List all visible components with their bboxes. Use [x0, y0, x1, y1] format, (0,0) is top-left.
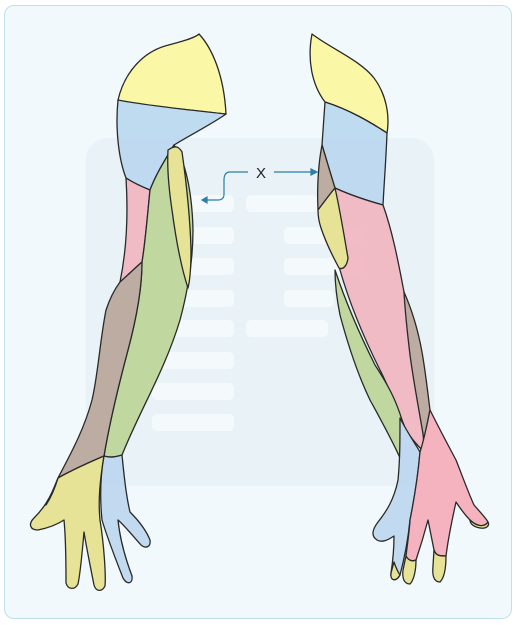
left-arm	[29, 33, 227, 592]
left-callout-line	[202, 171, 248, 201]
placeholder-bar	[284, 290, 334, 307]
right-arm	[309, 33, 490, 585]
placeholder-bar	[246, 195, 318, 212]
left-arrowhead	[200, 195, 208, 205]
placeholder-bar	[246, 320, 328, 337]
right-fingertip-khaki	[390, 561, 401, 581]
placeholder-bar	[152, 352, 234, 369]
left-arm-khaki-strip	[167, 146, 192, 289]
right-fingertip-khaki	[469, 519, 490, 529]
right-arrowhead	[310, 168, 319, 176]
left-shoulder-region	[117, 33, 227, 115]
placeholder-bar	[152, 414, 234, 431]
right-fingertip-khaki	[402, 555, 417, 585]
x-callout	[200, 168, 319, 205]
left-hand-blue-region	[100, 454, 151, 584]
left-hand-khaki-region	[29, 455, 106, 592]
x-label: X	[256, 165, 266, 182]
right-fingertip-khaki	[432, 549, 447, 583]
left-thumb-pink-region	[45, 477, 59, 506]
right-arm-khaki-strip	[317, 187, 349, 270]
placeholder-bar	[152, 383, 234, 400]
